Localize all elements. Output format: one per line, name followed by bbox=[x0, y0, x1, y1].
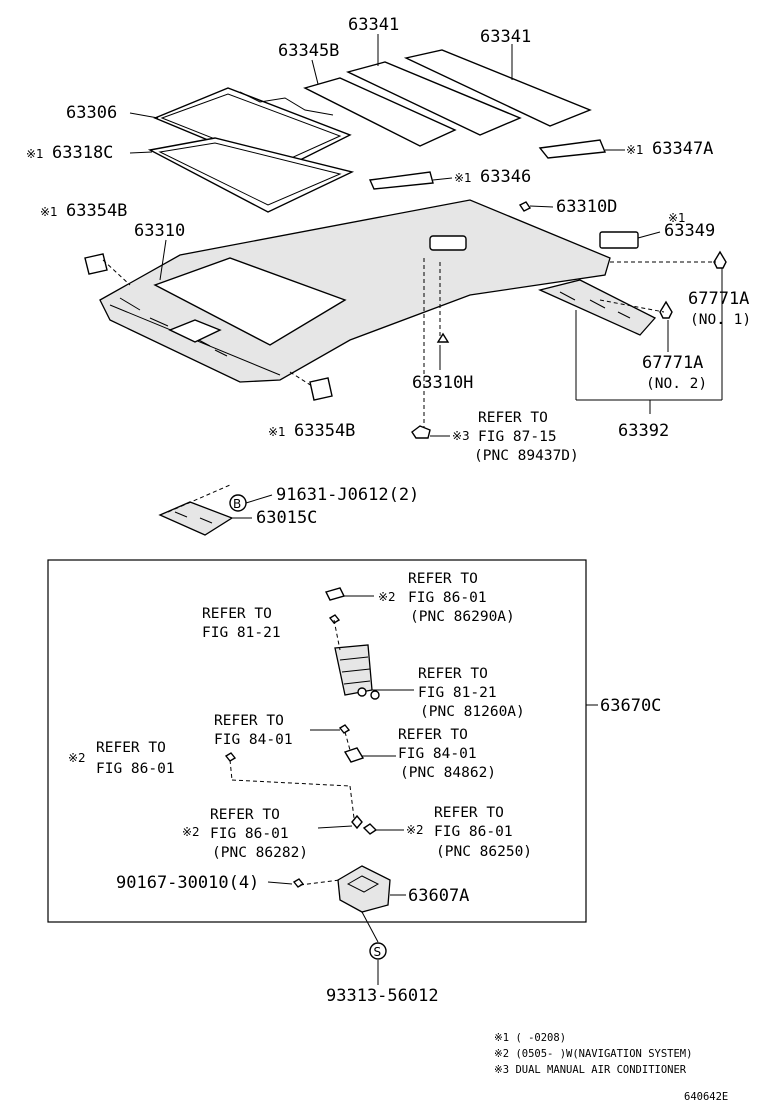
mark-1-63354b-bot: ※1 bbox=[268, 425, 286, 439]
headliner-63310 bbox=[99, 199, 611, 383]
ref-86d-line2: FIG 86-01 bbox=[434, 824, 513, 840]
label-63310d: 63310D bbox=[556, 197, 617, 217]
ref-86b-line2: FIG 86-01 bbox=[96, 761, 175, 777]
ref-84a-line2: FIG 84-01 bbox=[214, 732, 293, 748]
ref-84b-line2: FIG 84-01 bbox=[398, 746, 477, 762]
label-91631: 91631-J0612(2) bbox=[276, 485, 419, 505]
figure-code: 640642E bbox=[684, 1091, 728, 1103]
label-67771a-1-sub: (NO. 1) bbox=[690, 312, 751, 328]
label-67771a-1: 67771A bbox=[688, 289, 749, 309]
clip-63310h bbox=[436, 332, 450, 343]
ref-86c-line2: FIG 86-01 bbox=[210, 826, 289, 842]
clip-63310d bbox=[518, 201, 532, 212]
part-84862 bbox=[343, 747, 365, 763]
pad-63349 bbox=[599, 231, 639, 249]
sunroof-seal-63318c bbox=[147, 137, 355, 213]
leader-lines-lower bbox=[229, 595, 414, 985]
part-81260a bbox=[334, 644, 373, 696]
footnote-1: ※1 ( -0208) bbox=[494, 1032, 566, 1044]
footnote-3: ※3 DUAL MANUAL AIR CONDITIONER bbox=[494, 1064, 687, 1076]
label-63306: 63306 bbox=[66, 103, 117, 123]
ref-86a-line2: FIG 86-01 bbox=[408, 590, 487, 606]
label-63341-a: 63341 bbox=[348, 15, 399, 35]
label-63354b-bot: 63354B bbox=[294, 421, 355, 441]
clip-67771a-2 bbox=[659, 300, 673, 319]
ref-86c-line1: REFER TO bbox=[210, 807, 280, 823]
ref-86c-line3: (PNC 86282) bbox=[212, 845, 308, 861]
mark-1-63349: ※1 bbox=[668, 211, 686, 225]
group-box-63670c bbox=[47, 559, 587, 923]
ref-86b-line1: REFER TO bbox=[96, 740, 166, 756]
label-67771a-2: 67771A bbox=[642, 353, 703, 373]
label-63310: 63310 bbox=[134, 221, 185, 241]
ref-86d-line1: REFER TO bbox=[434, 805, 504, 821]
label-90167: 90167-30010(4) bbox=[116, 873, 259, 893]
part-86282 bbox=[351, 814, 363, 830]
ref-81a-line1: REFER TO bbox=[202, 606, 272, 622]
pads-63354b bbox=[84, 253, 333, 401]
label-63354b-top: 63354B bbox=[66, 201, 127, 221]
label-63015c: 63015C bbox=[256, 508, 317, 528]
mark-1-63318c: ※1 bbox=[26, 147, 44, 161]
ref-81b-line2: FIG 81-21 bbox=[418, 685, 497, 701]
screw-b bbox=[338, 724, 351, 734]
rail-63392 bbox=[538, 279, 657, 336]
sunshade-panels bbox=[303, 49, 607, 190]
part-86290a bbox=[324, 587, 346, 601]
mark-1-63347a: ※1 bbox=[626, 143, 644, 157]
label-63345b: 63345B bbox=[278, 41, 339, 61]
mark-2-86b: ※2 bbox=[68, 751, 86, 765]
label-67771a-2-sub: (NO. 2) bbox=[646, 376, 707, 392]
circle-s-label: S bbox=[374, 945, 382, 959]
leader-lines-top bbox=[102, 34, 723, 519]
screw-90167 bbox=[292, 878, 305, 888]
mark-2-86a: ※2 bbox=[378, 590, 396, 604]
ref-87-line1: REFER TO bbox=[478, 410, 548, 426]
part-89437d bbox=[411, 425, 431, 439]
mark-2-86c: ※2 bbox=[182, 825, 200, 839]
headliner-lamp-hole bbox=[429, 235, 467, 251]
ref-81b-line1: REFER TO bbox=[418, 666, 488, 682]
ref-84b-line1: REFER TO bbox=[398, 727, 468, 743]
ref-81a-line2: FIG 81-21 bbox=[202, 625, 281, 641]
circle-b-icon bbox=[229, 494, 247, 512]
clip-67771a-1 bbox=[713, 250, 727, 269]
lower-parts bbox=[224, 587, 391, 913]
ref-84b-line3: (PNC 84862) bbox=[400, 765, 496, 781]
ref-87-line2: FIG 87-15 bbox=[478, 429, 557, 445]
ref-84a-line1: REFER TO bbox=[214, 713, 284, 729]
mark-2-86d: ※2 bbox=[406, 823, 424, 837]
mark-3: ※3 bbox=[452, 429, 470, 443]
label-63607a: 63607A bbox=[408, 886, 469, 906]
mark-1-63346: ※1 bbox=[454, 171, 472, 185]
mark-1-63354b-top: ※1 bbox=[40, 205, 58, 219]
ref-86a-line3: (PNC 86290A) bbox=[410, 609, 515, 625]
footnote-2: ※2 (0505- )W(NAVIGATION SYSTEM) bbox=[494, 1048, 692, 1060]
ref-86a-line1: REFER TO bbox=[408, 571, 478, 587]
screw-a bbox=[328, 614, 341, 624]
label-63392: 63392 bbox=[618, 421, 669, 441]
label-63670c: 63670C bbox=[600, 696, 661, 716]
label-63346: 63346 bbox=[480, 167, 531, 187]
label-63318c: 63318C bbox=[52, 143, 113, 163]
part-86250 bbox=[362, 823, 378, 835]
label-63349: 63349 bbox=[664, 221, 715, 241]
ref-87-line3: (PNC 89437D) bbox=[474, 448, 579, 464]
ref-86d-line3: (PNC 86250) bbox=[436, 844, 532, 860]
label-63310h: 63310H bbox=[412, 373, 473, 393]
screw-c bbox=[224, 752, 237, 762]
label-93313: 93313-56012 bbox=[326, 986, 439, 1006]
circle-s-icon bbox=[369, 942, 387, 960]
circle-b-label: B bbox=[233, 497, 241, 511]
label-63347a: 63347A bbox=[652, 139, 713, 159]
ref-81b-line3: (PNC 81260A) bbox=[420, 704, 525, 720]
label-63341-b: 63341 bbox=[480, 27, 531, 47]
bracket-63015c bbox=[158, 501, 234, 536]
lamp-63607a bbox=[337, 865, 391, 913]
